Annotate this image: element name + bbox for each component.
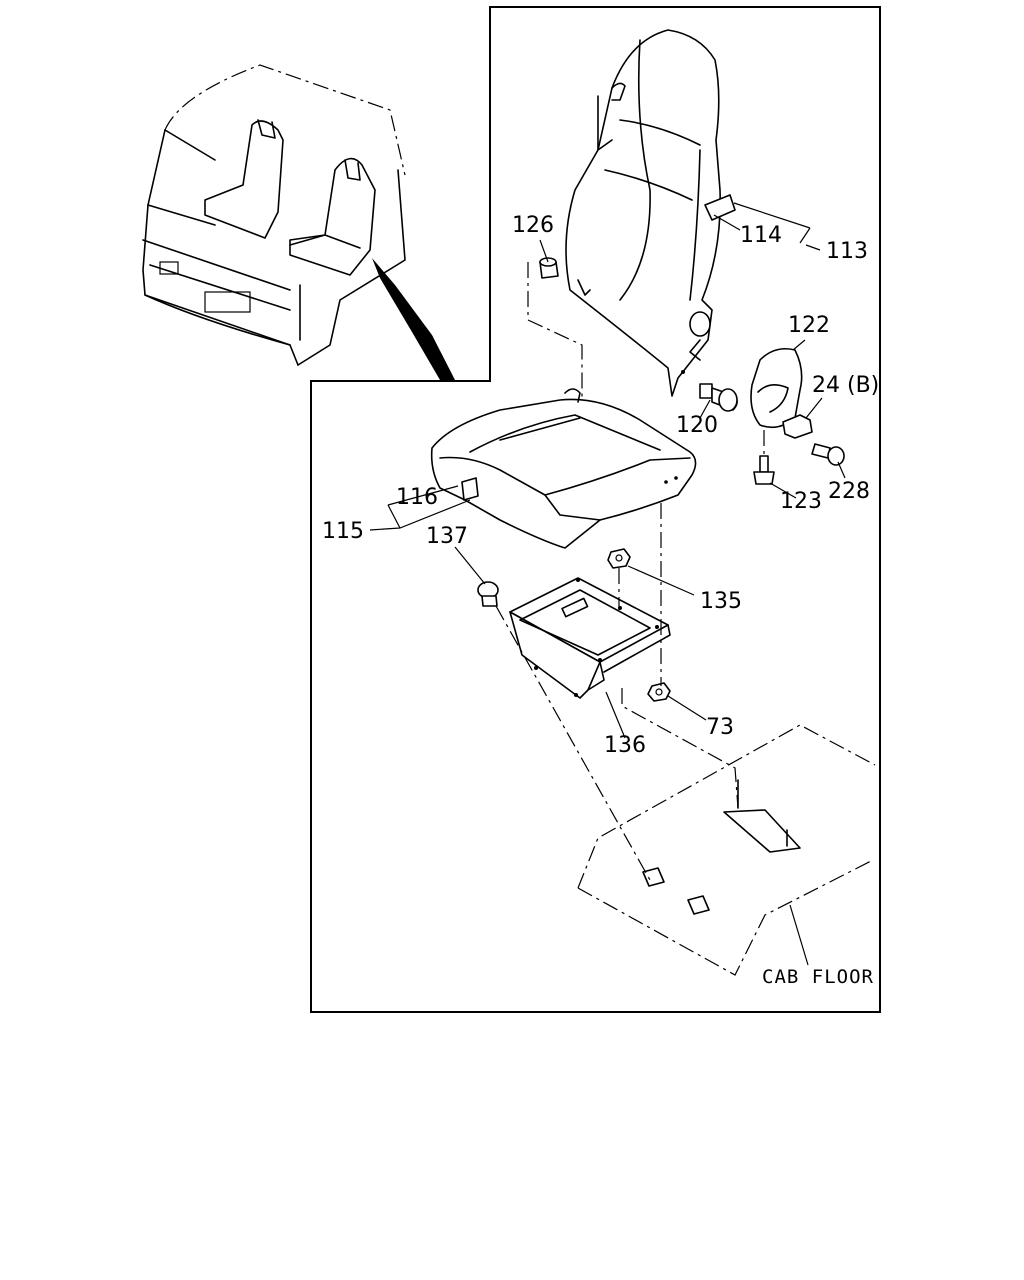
part-126-bolt xyxy=(539,257,559,279)
part-73-nut xyxy=(647,682,671,702)
part-135-nut xyxy=(607,548,631,569)
seat-back xyxy=(565,29,736,397)
callout-113: 113 xyxy=(826,239,868,264)
callout-24b: 24 (B) xyxy=(812,373,879,398)
part-137-bolt xyxy=(477,581,499,607)
callout-126: 126 xyxy=(512,213,554,238)
callout-114: 114 xyxy=(740,223,782,248)
callout-137: 137 xyxy=(426,524,468,549)
callout-73: 73 xyxy=(706,715,734,740)
cab-inset-illustration xyxy=(142,64,455,380)
callout-123: 123 xyxy=(780,489,822,514)
callout-115: 115 xyxy=(322,519,364,544)
callout-120: 120 xyxy=(676,413,718,438)
part-123-screw xyxy=(753,455,775,485)
leader-lines xyxy=(369,202,846,966)
diagram-frame xyxy=(310,6,881,1013)
part-228-bolt xyxy=(811,443,845,466)
assembly-lines xyxy=(495,262,765,881)
part-24b-knob xyxy=(782,414,813,439)
cab-floor-label: CAB FLOOR xyxy=(762,966,874,988)
seat-cushion xyxy=(430,388,697,549)
cab-floor-panel xyxy=(577,724,876,976)
part-136-base-bracket xyxy=(509,577,671,699)
part-120-bolt xyxy=(699,383,738,412)
callout-116: 116 xyxy=(396,485,438,510)
callout-228: 228 xyxy=(828,479,870,504)
callout-135: 135 xyxy=(700,589,742,614)
part-122-cover xyxy=(750,347,803,429)
callout-122: 122 xyxy=(788,313,830,338)
callout-labels: 113 114 126 122 24 (B) 120 228 123 116 1… xyxy=(322,213,879,988)
callout-136: 136 xyxy=(604,733,646,758)
